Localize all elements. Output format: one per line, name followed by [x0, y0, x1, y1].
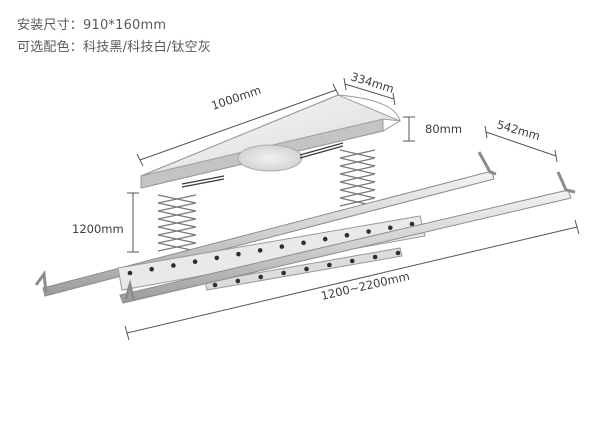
- bulb-dot: [235, 278, 241, 284]
- scissor-arm-right: [339, 149, 376, 207]
- bulb-dot: [304, 266, 309, 272]
- rod-spacing-dimension: 542mm: [495, 117, 541, 143]
- bulb-dot: [127, 270, 133, 276]
- height-dimension: 80mm: [425, 122, 462, 136]
- bulb-dot: [171, 263, 176, 268]
- dimension-lines: [124, 77, 580, 341]
- bulb-dot: [395, 250, 401, 256]
- bulb-dot: [281, 270, 286, 276]
- bulb-dot: [279, 244, 285, 249]
- bulb-dot: [192, 259, 198, 264]
- rod-length-dimension: 1200~2200mm: [320, 269, 411, 303]
- bulb-dot: [257, 248, 263, 253]
- bulb-dot: [372, 254, 378, 260]
- bulb-dot: [258, 274, 264, 280]
- hanger-bar: [117, 215, 426, 291]
- bulb-dot: [344, 233, 350, 238]
- bulb-dot: [349, 258, 355, 264]
- front-rod: [119, 171, 576, 304]
- color-options-label: 可选配色：科技黑/科技白/钛空灰: [17, 40, 211, 55]
- vent-right: [299, 142, 344, 159]
- bulb-dot: [236, 251, 241, 257]
- length-dimension: 1000mm: [209, 83, 262, 113]
- ceiling-unit: [140, 94, 401, 189]
- bulb-dot: [214, 255, 220, 261]
- bulb-dot: [322, 236, 328, 242]
- vent-left: [181, 175, 225, 188]
- install-size-label: 安装尺寸：910*160mm: [17, 18, 167, 33]
- bulb-dot: [301, 240, 306, 246]
- bulb-dot: [388, 225, 393, 231]
- bulb-dot: [149, 266, 154, 272]
- scissor-arm-left: [157, 194, 197, 252]
- bulb-dots: [127, 221, 415, 288]
- lamp-icon: [237, 144, 303, 172]
- bulb-dot: [327, 262, 332, 268]
- bulb-dot: [409, 221, 415, 227]
- bulb-dot: [366, 229, 371, 234]
- bulb-dot: [212, 282, 218, 288]
- drop-dimension: 1200mm: [72, 222, 124, 236]
